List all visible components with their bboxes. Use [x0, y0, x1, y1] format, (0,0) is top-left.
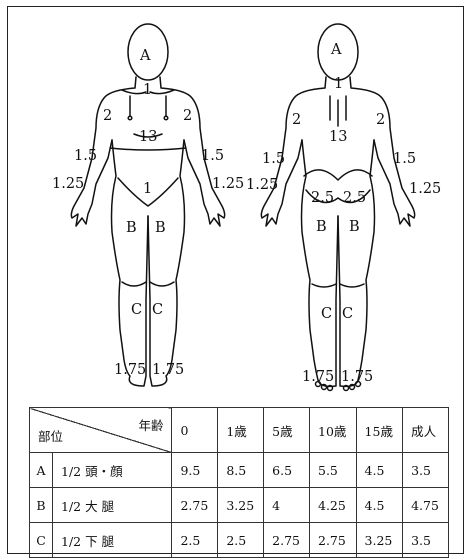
age-column-header: 10歳	[310, 408, 357, 453]
front-label-thigh-right: B	[155, 220, 166, 236]
back-label-neck: 1	[334, 76, 343, 92]
front-label-trunk: 13	[139, 129, 157, 145]
table-cell: 3.5	[403, 453, 449, 488]
table-cell: 5.5	[310, 453, 357, 488]
table-row: B 1/2 大 腿 2.75 3.25 4 4.25 4.5 4.75	[30, 488, 449, 523]
table-cell: 2.5	[218, 523, 264, 558]
table-cell: 3.25	[218, 488, 264, 523]
table-cell: 3.5	[403, 523, 449, 558]
burn-area-table: 年齢 部位 0 1歳 5歳 10歳 15歳 成人 A 1/2 頭・顔 9.5 8…	[29, 407, 449, 558]
back-label-forearm-right: 1.5	[393, 151, 416, 167]
age-column-header: 成人	[403, 408, 449, 453]
table-row: C 1/2 下 腿 2.5 2.5 2.75 2.75 3.25 3.5	[30, 523, 449, 558]
table-row: A 1/2 頭・顔 9.5 8.5 6.5 5.5 4.5 3.5	[30, 453, 449, 488]
table-cell: 3.25	[356, 523, 403, 558]
front-label-hand-right: 1.25	[212, 176, 244, 192]
back-label-foot-left: 1.75	[302, 369, 334, 385]
front-figure-outline	[71, 24, 224, 386]
front-label-hand-left: 1.25	[52, 176, 84, 192]
region-name: 1/2 大 腿	[53, 488, 172, 523]
table-cell: 4.25	[310, 488, 357, 523]
back-labels: A 1 2 2 13 1.5 1.5 1.25 1.25 2.5 2.5 B B…	[246, 42, 441, 385]
region-header-label: 部位	[38, 426, 63, 445]
front-label-head: A	[139, 48, 151, 64]
back-label-leg-left: C	[321, 306, 332, 322]
table-header-row: 年齢 部位 0 1歳 5歳 10歳 15歳 成人	[30, 408, 449, 453]
table-cell: 4.5	[356, 453, 403, 488]
table-cell: 2.75	[264, 523, 310, 558]
back-label-hand-left: 1.25	[246, 177, 278, 193]
front-labels: A 1 2 2 13 1.5 1.5 1.25 1.25 1 B B C C 1…	[52, 48, 244, 378]
table-corner-cell: 年齢 部位	[30, 408, 172, 453]
back-label-trunk: 13	[329, 129, 347, 145]
front-label-forearm-left: 1.5	[74, 148, 97, 164]
age-header-label: 年齢	[138, 415, 163, 434]
back-label-foot-right: 1.75	[341, 369, 373, 385]
front-label-foot-right: 1.75	[152, 362, 184, 378]
table-cell: 9.5	[172, 453, 218, 488]
table-cell: 6.5	[264, 453, 310, 488]
age-column-header: 5歳	[264, 408, 310, 453]
back-label-thigh-left: B	[316, 219, 327, 235]
back-label-hand-right: 1.25	[409, 181, 441, 197]
back-label-upper-arm-right: 2	[376, 112, 385, 128]
back-label-forearm-left: 1.5	[262, 151, 285, 167]
region-code: B	[30, 488, 53, 523]
region-code: A	[30, 453, 53, 488]
table-cell: 4.5	[356, 488, 403, 523]
age-column-header: 0	[172, 408, 218, 453]
front-label-forearm-right: 1.5	[201, 148, 224, 164]
back-label-thigh-right: B	[349, 219, 360, 235]
front-label-foot-left: 1.75	[114, 362, 146, 378]
table-cell: 8.5	[218, 453, 264, 488]
region-name: 1/2 下 腿	[53, 523, 172, 558]
front-label-genitals: 1	[143, 181, 152, 197]
front-label-neck: 1	[143, 82, 152, 98]
back-label-leg-right: C	[342, 306, 353, 322]
body-diagrams: A 1 2 2 13 1.5 1.5 1.25 1.25 1 B B C C 1…	[0, 0, 471, 400]
table-cell: 4.75	[403, 488, 449, 523]
front-label-upper-arm-right: 2	[183, 108, 192, 124]
front-label-leg-right: C	[152, 302, 163, 318]
region-name: 1/2 頭・顔	[53, 453, 172, 488]
back-label-upper-arm-left: 2	[292, 112, 301, 128]
region-code: C	[30, 523, 53, 558]
table-cell: 2.75	[310, 523, 357, 558]
front-label-leg-left: C	[131, 302, 142, 318]
table-cell: 2.75	[172, 488, 218, 523]
back-label-buttock-left: 2.5	[311, 190, 334, 206]
table-cell: 4	[264, 488, 310, 523]
age-column-header: 15歳	[356, 408, 403, 453]
back-label-head: A	[330, 42, 342, 58]
front-label-thigh-left: B	[126, 220, 137, 236]
age-column-header: 1歳	[218, 408, 264, 453]
front-label-upper-arm-left: 2	[103, 108, 112, 124]
back-label-buttock-right: 2.5	[343, 190, 366, 206]
table-cell: 2.5	[172, 523, 218, 558]
